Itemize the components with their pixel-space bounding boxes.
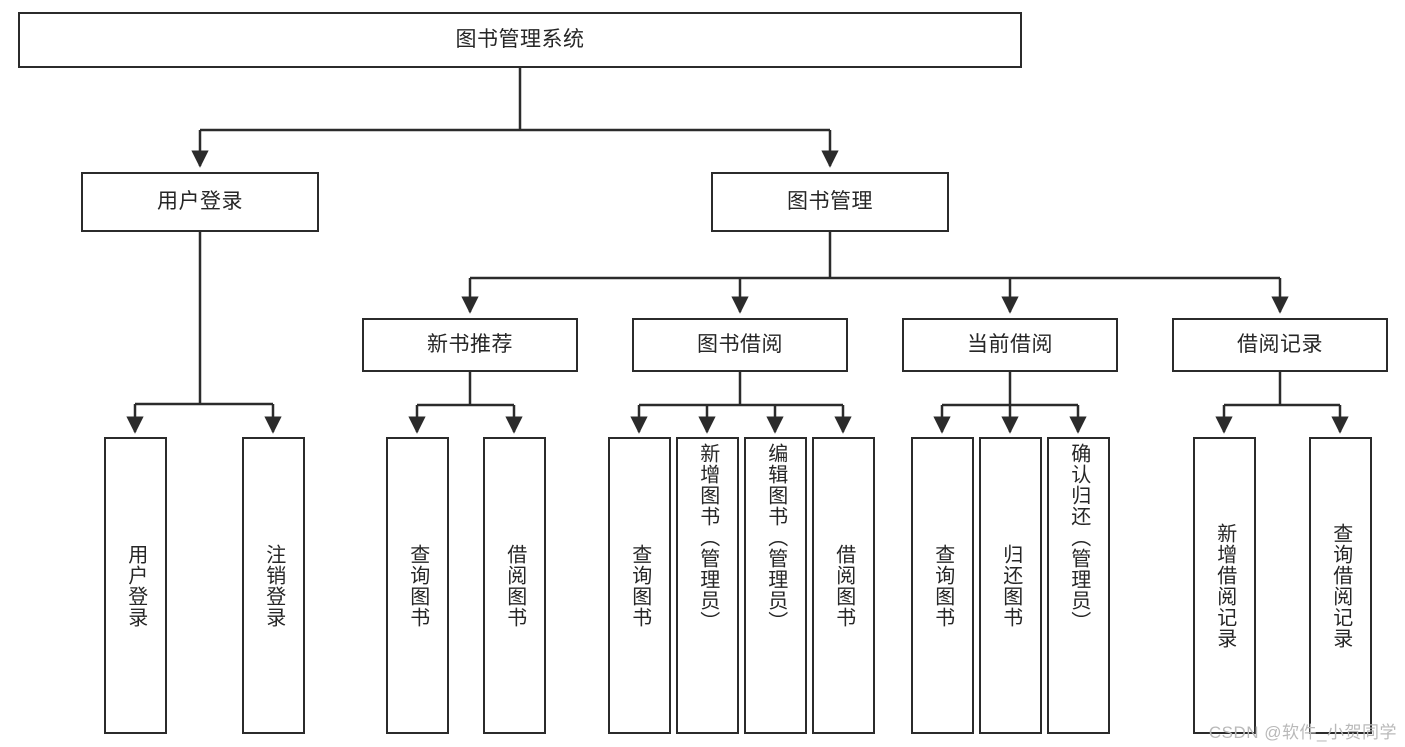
node-label: 查询图书 [406, 543, 429, 628]
node-label: 归还图书 [999, 543, 1022, 628]
node-label: 用户登录 [157, 190, 243, 214]
leaf-borrow-books-borrow[interactable]: 借阅图书 [812, 437, 875, 734]
node-new-book-recommendation[interactable]: 新书推荐 [362, 318, 578, 372]
leaf-logout-login[interactable]: 注销登录 [242, 437, 305, 734]
node-label: 用户登录 [124, 543, 147, 628]
node-label: 借阅图书 [832, 543, 855, 628]
node-label: 图书管理 [787, 190, 873, 214]
leaf-return-books[interactable]: 归还图书 [979, 437, 1042, 734]
node-book-management[interactable]: 图书管理 [711, 172, 949, 232]
node-label: 图书管理系统 [455, 28, 585, 52]
node-label: 图书借阅 [697, 333, 783, 357]
csdn-watermark: CSDN @软件_小贺同学 [1208, 723, 1397, 742]
node-label: 确认归还（管理员） [1067, 443, 1090, 632]
leaf-query-borrow-record[interactable]: 查询借阅记录 [1309, 437, 1372, 734]
leaf-confirm-return-admin[interactable]: 确认归还（管理员） [1047, 437, 1110, 734]
leaf-query-books-current[interactable]: 查询图书 [911, 437, 974, 734]
leaf-borrow-books-recommendation[interactable]: 借阅图书 [483, 437, 546, 734]
node-user-login[interactable]: 用户登录 [81, 172, 319, 232]
node-root-library-system[interactable]: 图书管理系统 [18, 12, 1022, 68]
node-book-borrow[interactable]: 图书借阅 [632, 318, 848, 372]
node-label: 当前借阅 [967, 333, 1053, 357]
leaf-add-book-admin[interactable]: 新增图书（管理员） [676, 437, 739, 734]
leaf-query-books-recommendation[interactable]: 查询图书 [386, 437, 449, 734]
leaf-add-borrow-record[interactable]: 新增借阅记录 [1193, 437, 1256, 734]
node-current-borrow[interactable]: 当前借阅 [902, 318, 1118, 372]
node-label: 借阅图书 [503, 543, 526, 628]
node-label: 编辑图书（管理员） [764, 443, 787, 632]
node-label: 新增图书（管理员） [696, 443, 719, 632]
node-label: 新书推荐 [427, 333, 513, 357]
node-label: 查询图书 [931, 543, 954, 628]
leaf-query-books-borrow[interactable]: 查询图书 [608, 437, 671, 734]
node-label: 查询图书 [628, 543, 651, 628]
node-borrow-records[interactable]: 借阅记录 [1172, 318, 1388, 372]
node-label: 注销登录 [262, 543, 285, 628]
node-label: 查询借阅记录 [1329, 522, 1352, 649]
node-label: 借阅记录 [1237, 333, 1323, 357]
leaf-user-login[interactable]: 用户登录 [104, 437, 167, 734]
leaf-edit-book-admin[interactable]: 编辑图书（管理员） [744, 437, 807, 734]
node-label: 新增借阅记录 [1213, 522, 1236, 649]
